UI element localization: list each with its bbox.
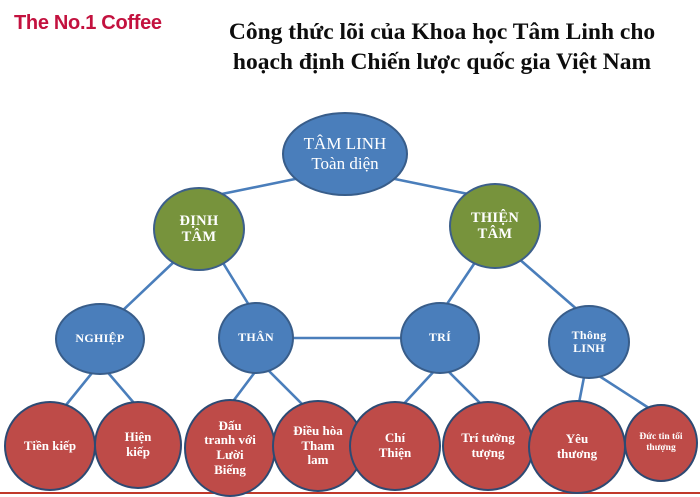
node-chi-thien-line-1: Chí (384, 430, 406, 446)
node-tri-tuong-tuong[interactable]: Trí tưởng tượng (442, 401, 534, 491)
node-dau-tranh-line-2: tranh với (204, 432, 256, 448)
node-dinh-tam[interactable]: ĐỊNH TÂM (153, 187, 245, 271)
node-dau-tranh-line-4: Biếng (214, 461, 246, 477)
node-hien-kiep-line-2: kiếp (126, 444, 150, 459)
node-tien-kiep-line-1: Tiền kiếp (23, 437, 77, 453)
node-thien-tam-line-1: THIỆN (470, 209, 520, 226)
node-tien-kiep[interactable]: Tiền kiếp (4, 401, 96, 491)
node-thong-linh-line-2: LINH (573, 341, 605, 355)
edge-dinhtam-than (218, 256, 254, 312)
node-tam-linh-line-1: TÂM LINH (303, 133, 387, 153)
node-dau-tranh-line-3: Lười (216, 447, 244, 462)
node-than[interactable]: THÂN (218, 302, 294, 374)
node-hien-kiep[interactable]: Hiện kiếp (94, 401, 182, 489)
node-thong-linh[interactable]: Thông LINH (548, 305, 630, 379)
node-dieu-hoa-line-3: lam (307, 452, 329, 468)
page-title-line-2: hoạch định Chiến lược quốc gia Việt Nam (232, 49, 652, 75)
edge-thonglinh-ductin (591, 370, 657, 414)
node-chi-thien[interactable]: Chí Thiện (349, 401, 441, 491)
node-nghiep[interactable]: NGHIỆP (55, 303, 145, 375)
node-duc-tin-line-2: thượng (646, 443, 676, 453)
node-dieu-hoa-line-1: Điều hòa (293, 423, 343, 439)
node-nghiep-label: NGHIỆP (75, 331, 125, 346)
edge-than-dieuhoa (264, 366, 308, 410)
node-tri-tuong-tuong-line-2: tượng (471, 445, 505, 460)
node-tri-tuong-tuong-line-1: Trí tưởng (461, 430, 515, 446)
footer-divider (0, 492, 700, 494)
node-yeu-thuong-line-2: thương (556, 446, 598, 461)
brand-logo: The No.1 Coffee (14, 12, 162, 34)
node-tam-linh-line-2: Toàn diện (311, 154, 379, 173)
edge-nghiep-tienkiep (60, 366, 98, 412)
node-chi-thien-line-2: Thiện (378, 445, 412, 460)
edge-tri-chithien (398, 366, 439, 410)
node-dau-tranh-luoi-bieng[interactable]: Đấu tranh với Lười Biếng (184, 399, 276, 497)
node-than-label: THÂN (238, 330, 274, 345)
page-title-line-1: Công thức lõi của Khoa học Tâm Linh cho (228, 19, 656, 45)
node-duc-tin-line-1: Đức tin tối (639, 431, 683, 442)
node-yeu-thuong-line-1: Yêu (565, 431, 589, 447)
page-title: Công thức lõi của Khoa học Tâm Linh cho … (186, 17, 698, 77)
node-tri-label: TRÍ (428, 330, 452, 345)
edge-dinhtam-nghiep (118, 256, 180, 315)
edge-thientam-thonglinh (516, 256, 582, 314)
node-duc-tin-toi-thuong[interactable]: Đức tin tối thượng (624, 404, 698, 482)
node-thien-tam-line-2: TÂM (477, 226, 513, 242)
node-thong-linh-line-1: Thông (571, 327, 607, 342)
node-hien-kiep-line-1: Hiện (124, 429, 152, 445)
node-dieu-hoa-line-2: Tham (301, 437, 335, 453)
node-tam-linh[interactable]: TÂM LINH Toàn diện (282, 112, 408, 196)
node-dinh-tam-line-1: ĐỊNH (179, 212, 219, 229)
edge-thientam-tri (441, 256, 480, 312)
node-thien-tam[interactable]: THIỆN TÂM (449, 183, 541, 269)
node-dinh-tam-line-2: TÂM (181, 229, 217, 245)
node-dau-tranh-line-1: Đấu (218, 417, 242, 433)
node-yeu-thuong[interactable]: Yêu thương (528, 400, 626, 494)
node-tri[interactable]: TRÍ (400, 302, 480, 374)
edge-tamlinh-dinhtam (210, 176, 302, 198)
